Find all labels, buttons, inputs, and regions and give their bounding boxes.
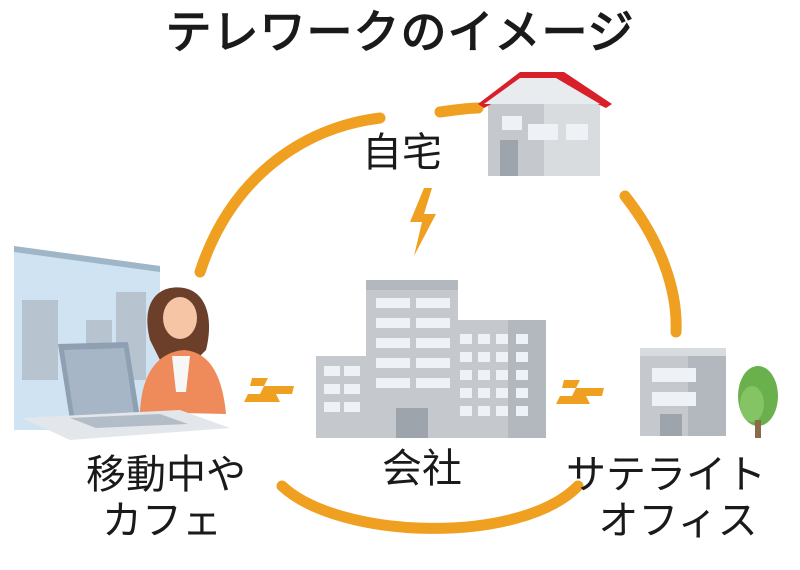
office-buildings-icon: [316, 280, 546, 438]
small-office-icon: [640, 348, 726, 436]
connection-arcs: [194, 102, 682, 534]
satellite-label-line1: サテライト: [566, 452, 766, 498]
home-label: 自宅: [362, 130, 442, 176]
arc-bottom: [276, 480, 584, 534]
arc-mobile-home: [194, 112, 386, 278]
house-icon: [478, 72, 612, 176]
tree-icon: [738, 366, 778, 438]
woman-laptop-icon: [14, 246, 230, 440]
mobile-label-line1: 移動中や: [86, 452, 246, 498]
company-label: 会社: [382, 446, 462, 492]
lightning-icon: [410, 188, 436, 256]
mobile-label: 移動中や カフェ: [86, 452, 246, 544]
arc-home-top: [434, 102, 484, 118]
lightning-icon: [556, 380, 604, 404]
satellite-label-line2: オフィス: [598, 498, 758, 544]
arc-home-satellite: [619, 190, 682, 338]
mobile-label-line2: カフェ: [102, 498, 222, 544]
satellite-label: サテライト オフィス: [566, 452, 766, 544]
page-title: テレワークのイメージ: [165, 5, 635, 59]
lightning-icon: [244, 378, 294, 402]
lightning-icons: [244, 188, 604, 404]
